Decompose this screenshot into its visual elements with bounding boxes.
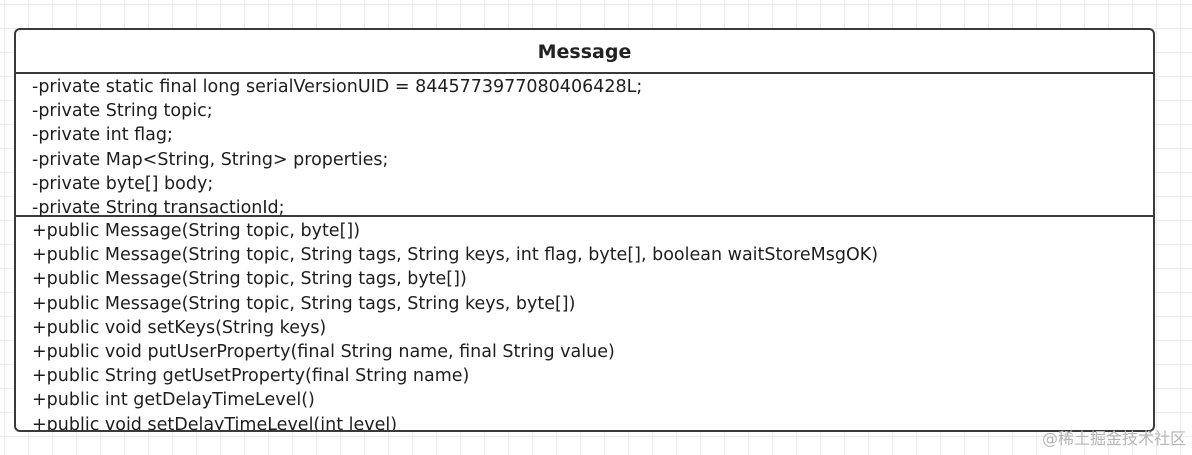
uml-class-box[interactable]: Message -private static final long seria…	[14, 28, 1155, 432]
class-name: Message	[16, 30, 1153, 74]
operation-row: +public Message(String topic, String tag…	[32, 293, 576, 314]
attribute-row: -private String transactionId;	[32, 197, 285, 218]
attribute-row: -private int flag;	[32, 125, 173, 146]
operation-row: +public String getUsetProperty(final Str…	[32, 366, 470, 387]
operation-row: +public Message(String topic, String tag…	[32, 245, 879, 266]
operation-row: +public int getDelayTimeLevel()	[32, 390, 315, 411]
operations-section: +public Message(String topic, byte[]) +p…	[16, 217, 1153, 432]
attribute-row: -private static final long serialVersion…	[32, 77, 643, 97]
operation-row: +public void putUserProperty(final Strin…	[32, 341, 615, 362]
operation-row: +public Message(String topic, byte[])	[32, 221, 361, 241]
attribute-row: -private String topic;	[32, 101, 213, 122]
watermark: @稀土掘金技术社区	[1041, 429, 1186, 448]
attributes-section: -private static final long serialVersion…	[16, 74, 1153, 218]
attribute-row: -private Map<String, String> properties;	[32, 149, 389, 170]
attribute-row: -private byte[] body;	[32, 173, 214, 194]
operation-row: +public void setDelayTimeLevel(int level…	[32, 414, 398, 432]
operation-row: +public void setKeys(String keys)	[32, 317, 327, 338]
operation-row: +public Message(String topic, String tag…	[32, 269, 467, 290]
